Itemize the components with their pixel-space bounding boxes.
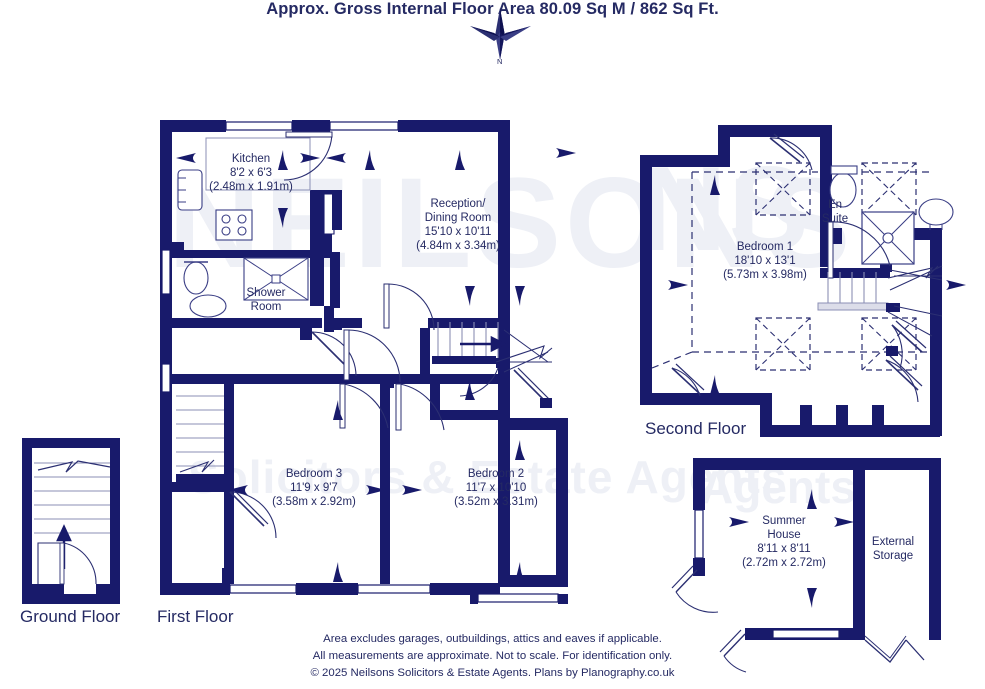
reception-name-line2: Dining Room: [424, 212, 492, 225]
compass-rose: [470, 8, 531, 60]
summerhouse-name-line1: Summer: [762, 515, 806, 527]
ensuite-name-line2: Suite: [821, 213, 849, 226]
reception-name-line1: Reception/: [430, 198, 486, 210]
kitchen-name: Kitchen: [231, 153, 271, 165]
room-label-bedroom-1: Bedroom 1 18'10 x 13'1 (5.73m x 3.98m): [692, 240, 838, 282]
bedroom3-dims-metric: (3.58m x 2.92m): [272, 496, 356, 509]
bedroom3-dims-imperial: 11'9 x 9'7: [290, 482, 338, 495]
room-label-bedroom-2: Bedroom 2 11'7 x 10'10 (3.52m x 3.31m): [428, 467, 564, 509]
ensuite-name-line1: En: [827, 199, 843, 211]
kitchen-dims-imperial: 8'2 x 6'3: [229, 167, 273, 180]
bedroom1-dims-imperial: 18'10 x 13'1: [734, 255, 796, 268]
outbuilding-plan: [671, 458, 941, 673]
first-floor-plan: [160, 120, 576, 604]
footer-line-2: All measurements are approximate. Not to…: [312, 649, 673, 662]
bedroom3-name: Bedroom 3: [285, 468, 343, 480]
view-arrows-first: [176, 148, 576, 582]
shower-room-name-line2: Room: [250, 301, 282, 314]
bedroom1-dims-metric: (5.73m x 3.98m): [723, 269, 807, 282]
reception-dims-imperial: 15'10 x 10'11: [424, 226, 492, 239]
shower-room-name-line1: Shower: [246, 287, 286, 299]
externalstorage-name-line2: Storage: [872, 550, 914, 563]
room-label-external-storage: External Storage: [856, 535, 930, 563]
view-arrows-second: [668, 175, 966, 395]
ground-floor-plan: [22, 438, 120, 604]
bedroom2-name: Bedroom 2: [467, 468, 525, 480]
room-label-shower-room: Shower Room: [226, 286, 306, 314]
footer-line-1: Area excludes garages, outbuildings, att…: [323, 633, 662, 645]
summerhouse-dims-imperial: 8'11 x 8'11: [757, 543, 811, 556]
externalstorage-name-line1: External: [871, 536, 915, 548]
footer-disclaimer: Area excludes garages, outbuildings, att…: [0, 631, 985, 682]
room-label-kitchen: Kitchen 8'2 x 6'3 (2.48m x 1.91m): [193, 152, 309, 194]
room-label-bedroom-3: Bedroom 3 11'9 x 9'7 (3.58m x 2.92m): [246, 467, 382, 509]
reception-dims-metric: (4.84m x 3.34m): [416, 240, 500, 253]
room-label-summer-house: Summer House 8'11 x 8'11 (2.72m x 2.72m): [716, 514, 852, 570]
view-arrows-outbuilding: [729, 489, 854, 608]
bedroom2-dims-imperial: 11'7 x 10'10: [465, 482, 527, 495]
summerhouse-name-line2: House: [767, 529, 801, 542]
second-floor-plan: [640, 125, 966, 437]
bedroom1-name: Bedroom 1: [736, 241, 794, 253]
room-label-reception-dining: Reception/ Dining Room 15'10 x 10'11 (4.…: [390, 197, 526, 253]
floor-label-first: First Floor: [157, 607, 234, 626]
bedroom2-dims-metric: (3.52m x 3.31m): [454, 496, 538, 509]
compass-north-label: N: [497, 57, 503, 66]
summerhouse-dims-metric: (2.72m x 2.72m): [742, 557, 826, 570]
floor-label-second: Second Floor: [645, 419, 747, 438]
room-label-en-suite: En Suite: [805, 198, 865, 226]
page-title: Approx. Gross Internal Floor Area 80.09 …: [266, 0, 719, 18]
kitchen-dims-metric: (2.48m x 1.91m): [209, 181, 293, 194]
floor-label-ground: Ground Floor: [20, 607, 121, 626]
footer-line-3: © 2025 Neilsons Solicitors & Estate Agen…: [310, 666, 675, 679]
